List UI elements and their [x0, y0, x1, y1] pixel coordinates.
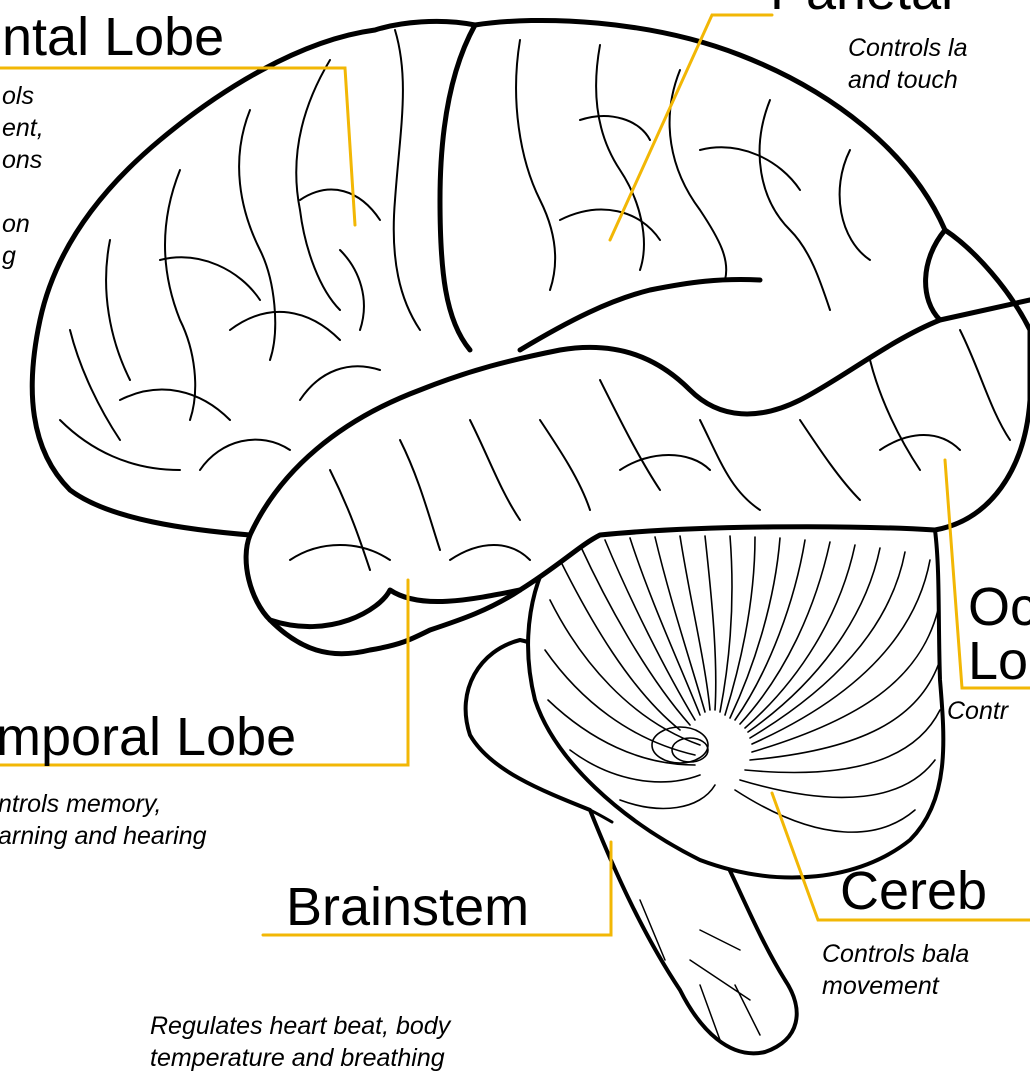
- occipital-lobe-description: Contr: [947, 695, 1008, 727]
- occipital-lobe-title-line2: Lo: [968, 634, 1028, 688]
- frontal-lobe-title: ntal Lobe: [2, 10, 224, 64]
- occipital-lobe-title-line1: Oc: [968, 580, 1030, 634]
- frontal-lobe-description: ols ent, ons on g: [2, 80, 44, 272]
- temporal-lobe-title: mporal Lobe: [0, 710, 296, 764]
- temporal-lobe-description: ntrols memory, arning and hearing: [0, 788, 207, 852]
- parietal-lobe-description: Controls la and touch: [848, 32, 968, 96]
- brainstem-description: Regulates heart beat, body temperature a…: [150, 1010, 450, 1074]
- brainstem-title: Brainstem: [286, 880, 529, 934]
- cerebellum-title: Cereb: [840, 864, 987, 918]
- parietal-lobe-title: Parietal: [770, 0, 953, 18]
- cerebellum-description: Controls bala movement: [822, 938, 969, 1002]
